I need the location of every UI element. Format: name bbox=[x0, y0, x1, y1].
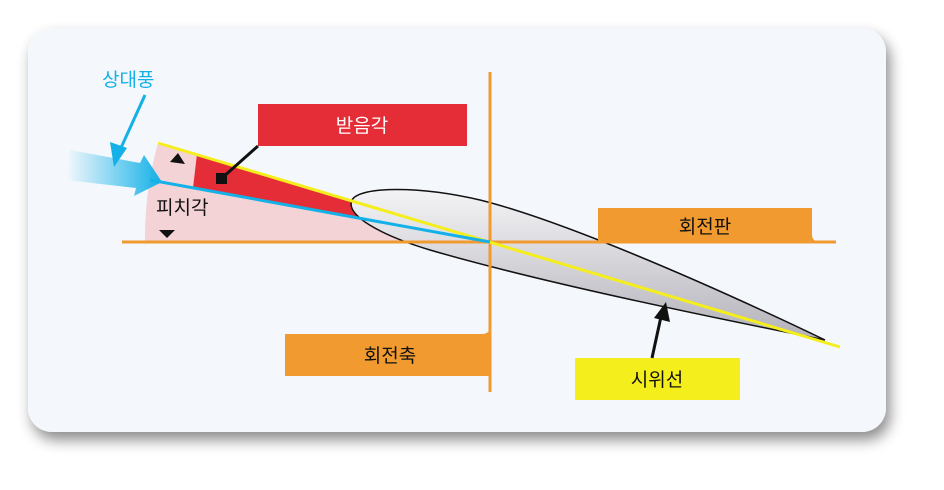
rotation-axis-label: 회전축 bbox=[364, 345, 416, 367]
triangle-down-icon bbox=[159, 230, 175, 238]
relative-wind-pointer-head bbox=[110, 142, 127, 167]
chord-line-leader bbox=[650, 311, 664, 359]
chord-line bbox=[157, 141, 841, 349]
pitch-angle-label: 피치각 bbox=[156, 197, 208, 219]
attack-angle-box bbox=[258, 104, 467, 146]
attack-angle-leader bbox=[221, 144, 259, 180]
relative-wind-pointer bbox=[118, 94, 147, 151]
chord-line-box bbox=[575, 358, 740, 400]
relative-wind-line bbox=[149, 178, 491, 244]
chord-line-label: 시위선 bbox=[631, 369, 683, 391]
attack-angle-label: 받음각 bbox=[336, 115, 388, 137]
triangle-up-icon bbox=[170, 153, 185, 164]
relative-wind-label: 상대풍 bbox=[102, 69, 154, 91]
relative-wind-arrow bbox=[66, 150, 162, 196]
chord-line-leader-head bbox=[654, 302, 670, 322]
rotation-axis-box bbox=[285, 326, 490, 376]
attack-angle-marker bbox=[216, 173, 227, 184]
rotor-plane-box bbox=[598, 208, 820, 242]
rotor-plane-label: 회전판 bbox=[679, 216, 731, 238]
